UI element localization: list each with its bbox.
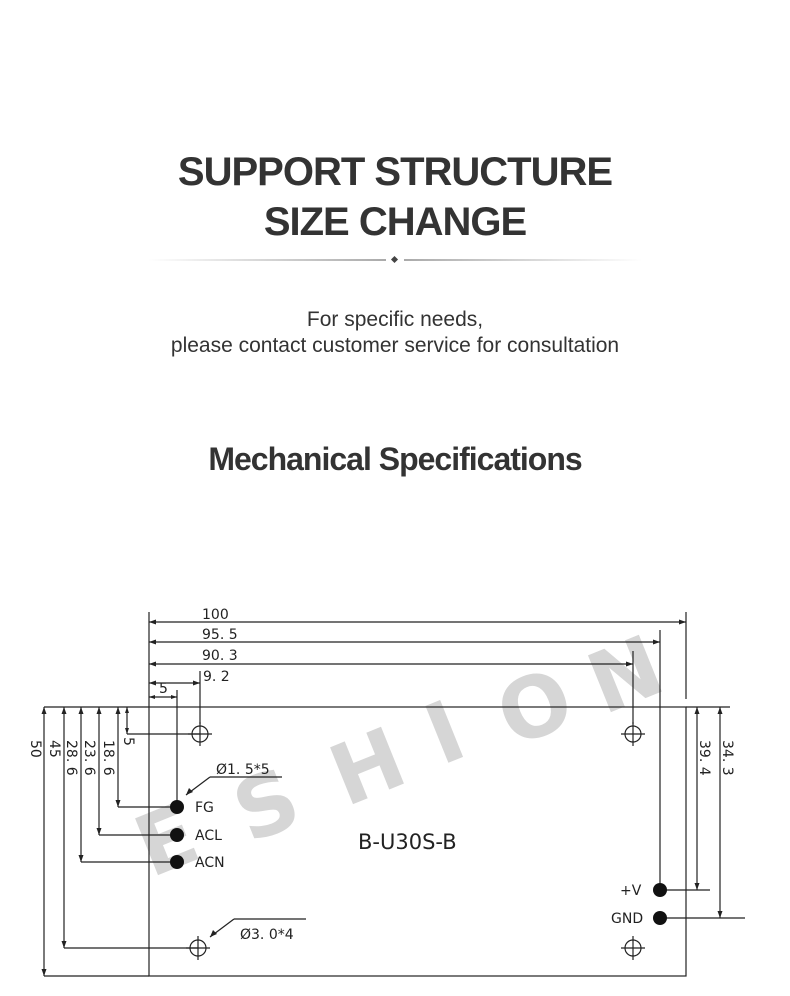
pin-acn [170,855,184,869]
dim-45: 45 [46,740,62,758]
mounting-hole [188,722,212,746]
pin-gnd [653,911,667,925]
dim-90-3: 90. 3 [202,648,238,664]
pin-vplus [653,883,667,897]
module-outline [148,706,687,977]
dim-95-5: 95. 5 [202,627,238,643]
mounting-hole [621,936,645,960]
pin-label-acn: ACN [195,855,225,871]
hole-large-label: Ø3. 0*4 [240,927,294,943]
pin-label-gnd: GND [611,911,643,927]
mounting-hole [621,722,645,746]
svg-text:H: H [317,708,419,825]
model-label: B-U30S-B [358,830,457,854]
dim-23-6: 23. 6 [81,740,97,776]
svg-text:N: N [575,616,677,733]
pin-label-vplus: +V [620,883,642,899]
mechanical-drawing: E S H I O N [27,607,745,977]
dim-34-3: 34. 3 [719,740,735,776]
subtitle-line-1: For specific needs, [306,308,484,331]
section-title: Mechanical Specifications [208,441,582,477]
dim-5-top: 5 [159,681,168,697]
dim-9-2: 9. 2 [203,669,230,685]
dim-50: 50 [27,740,43,758]
svg-text:I: I [412,682,478,785]
dim-100: 100 [202,607,229,623]
mounting-hole [186,936,210,960]
dim-5-left: 5 [120,737,136,746]
pin-label-acl: ACL [195,828,222,844]
title-divider [148,255,642,264]
dim-18-6: 18. 6 [100,740,116,776]
dim-28-6: 28. 6 [63,740,79,776]
title-line-1: SUPPORT STRUCTURE [177,150,613,194]
pin-fg [170,800,184,814]
hole-small-label: Ø1. 5*5 [216,762,270,778]
title-line-2: SIZE CHANGE [263,200,527,244]
subtitle-line-2: please contact customer service for cons… [170,334,620,357]
pin-label-fg: FG [195,800,214,816]
dim-39-4: 39. 4 [696,740,712,776]
pin-acl [170,828,184,842]
